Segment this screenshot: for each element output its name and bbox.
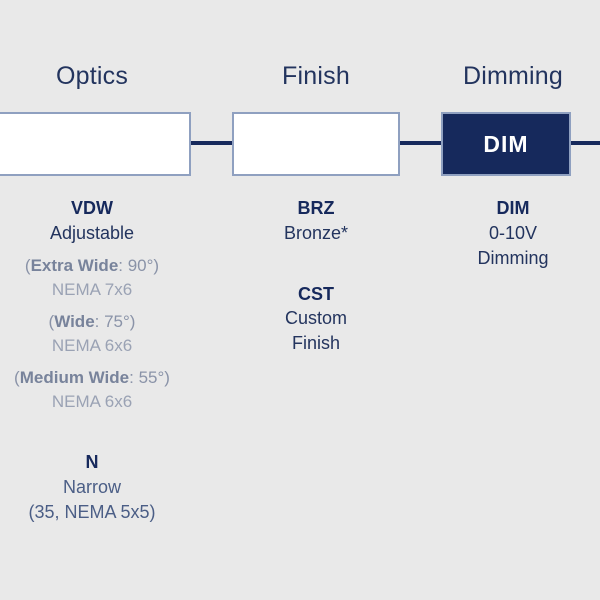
option-group-brz[interactable]: BRZ Bronze* xyxy=(284,196,348,246)
option-detail-n: (35, NEMA 5x5) xyxy=(28,502,156,523)
option-list-optics: VDW Adjustable (Extra Wide: 90°) NEMA 7x… xyxy=(14,196,170,525)
option-desc-dim: 0-10V xyxy=(488,222,538,243)
option-desc-brz: Bronze* xyxy=(283,222,349,243)
code-box-optics[interactable] xyxy=(0,112,191,176)
option-nema-extra-wide: NEMA 7x6 xyxy=(51,279,133,299)
code-box-dimming[interactable]: DIM xyxy=(441,112,571,176)
option-sub-strong: Medium Wide xyxy=(19,368,130,388)
option-code-cst: CST xyxy=(297,283,334,304)
option-sub-rest: : 75°) xyxy=(94,311,136,331)
column-header-dimming: Dimming xyxy=(462,62,564,90)
option-sub-extra-wide: (Extra Wide: 90°) xyxy=(14,254,170,278)
option-nema-medium-wide: NEMA 6x6 xyxy=(51,392,133,412)
option-sub-rest: : 55°) xyxy=(129,368,170,388)
option-sub-wide: (Wide: 75°) xyxy=(14,310,170,334)
option-code-brz: BRZ xyxy=(297,198,335,218)
option-group-spacer xyxy=(14,428,170,450)
option-group-dim[interactable]: DIM 0-10V Dimming xyxy=(477,196,548,270)
column-header-optics: Optics xyxy=(55,62,129,90)
option-sub-medium-wide: (Medium Wide: 55°) xyxy=(14,366,170,390)
option-sub-strong: Extra Wide xyxy=(30,255,119,275)
option-sub-open: ( xyxy=(14,368,20,388)
option-group-n[interactable]: N Narrow (35, NEMA 5x5) xyxy=(14,450,170,524)
connector-rail-finish-dimming xyxy=(398,141,443,145)
option-code-n: N xyxy=(85,452,99,473)
option-sub-rest: : 90°) xyxy=(118,255,160,275)
option-nema-wide: NEMA 6x6 xyxy=(51,336,133,356)
option-sub-open: ( xyxy=(24,255,31,275)
option-list-finish: BRZ Bronze* CST Custom Finish xyxy=(284,196,348,356)
option-code-dim: DIM xyxy=(496,198,530,218)
option-group-cst[interactable]: CST Custom Finish xyxy=(284,282,348,356)
option-desc-cst-line2: Finish xyxy=(291,333,341,354)
option-desc-vdw: Adjustable xyxy=(49,222,135,243)
option-sub-open: ( xyxy=(48,311,55,331)
code-box-dimming-label: DIM xyxy=(483,130,529,157)
column-header-finish: Finish xyxy=(282,62,350,90)
option-code-vdw: VDW xyxy=(71,198,113,218)
option-desc-n: Narrow xyxy=(62,477,121,498)
option-list-dimming: DIM 0-10V Dimming xyxy=(477,196,548,270)
code-box-finish[interactable] xyxy=(232,112,400,176)
connector-rail-optics-finish xyxy=(189,141,234,145)
connector-rail-dimming-right xyxy=(569,141,600,145)
option-group-spacer xyxy=(284,260,348,282)
option-sub-strong: Wide xyxy=(54,311,95,331)
option-desc-dim-line2: Dimming xyxy=(477,247,549,268)
option-group-vdw[interactable]: VDW Adjustable (Extra Wide: 90°) NEMA 7x… xyxy=(14,196,170,414)
option-desc-cst: Custom xyxy=(284,308,348,329)
